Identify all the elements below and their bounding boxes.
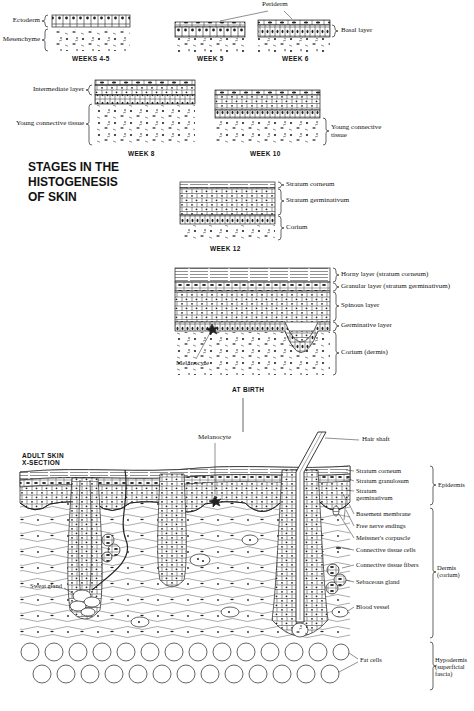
part-label: Corium: [286, 224, 307, 232]
part-label: Horny layer (stratum corneum): [341, 271, 428, 279]
group-label: Dermis (corium): [437, 564, 471, 578]
title: STAGES IN THE HISTOGENESIS OF SKIN: [28, 160, 128, 205]
part-label: Melanocyte: [176, 360, 209, 368]
part-label: Germinative layer: [341, 322, 392, 330]
part-label: Sebaceous gland: [356, 578, 400, 585]
part-label: Young connective tissue: [331, 124, 393, 139]
part-label: Connective tissue cells: [356, 546, 416, 553]
part-label: Stratum granulosum: [356, 477, 409, 484]
part-label: Intermediate layer: [33, 86, 84, 94]
part-label: Ectoderm: [13, 17, 40, 25]
part-label: Granular layer (stratum germinativum): [341, 283, 450, 291]
part-label: Basement membrane: [356, 510, 411, 517]
part-label: Fat cells: [360, 656, 382, 663]
part-label: Spinous layer: [341, 302, 379, 310]
stage-label: WEEK 8: [128, 150, 155, 157]
stage-label: WEEK 12: [210, 245, 241, 252]
group-label: Epidermis: [438, 481, 465, 488]
part-label: Connective tissue fibers: [356, 561, 418, 568]
part-label: Free nerve endings: [356, 522, 405, 529]
stage-label: ADULT SKIN X-SECTION: [22, 452, 72, 466]
stage-label: AT BIRTH: [232, 386, 264, 393]
part-label: Stratum corneum: [356, 467, 401, 474]
part-label: Melanocyte: [198, 434, 231, 442]
part-label: Stratum corneum: [286, 181, 334, 189]
group-label: Hypodermis (superficial fascia): [435, 656, 471, 677]
stage-label: WEEK 5: [197, 55, 224, 62]
part-label: Stratum germinativum: [356, 487, 400, 501]
part-label: Basal layer: [341, 27, 372, 35]
stage-label: WEEK 10: [250, 150, 281, 157]
part-label: Mesenchyme: [3, 36, 40, 44]
part-label: Periderm: [262, 1, 288, 9]
part-label: Stratum germinativum: [286, 197, 349, 205]
part-label: Young connective tissue: [16, 120, 84, 128]
part-label: Corium (dermis): [341, 349, 388, 357]
stage-label: WEEKS 4-5: [72, 55, 110, 62]
stage-label: WEEK 6: [282, 55, 309, 62]
part-label: Meissner's corpuscle: [356, 534, 410, 541]
part-label: Sweat gland: [30, 582, 62, 589]
part-label: Hair shaft: [362, 436, 390, 444]
part-label: Blood vessel: [356, 603, 389, 610]
